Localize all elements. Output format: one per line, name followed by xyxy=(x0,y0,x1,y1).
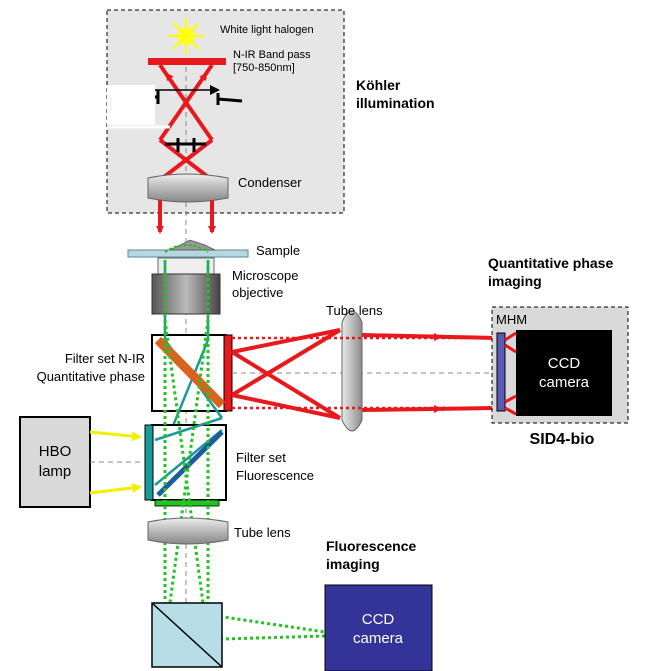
beam-splitter-diagonal xyxy=(151,602,223,668)
ccd-camera-bottom xyxy=(324,584,433,671)
nir-beam-arrows xyxy=(425,333,442,413)
filter-set-fluorescence-label: Filter set xyxy=(236,450,286,465)
aperture-diaphragm xyxy=(165,138,206,152)
filter-set-fluorescence-label-2: Fluorescence xyxy=(236,468,314,483)
microscope-objective-label-2: objective xyxy=(232,285,283,300)
hbo-excitation-beams xyxy=(89,430,142,495)
kohler-illumination-subtitle: illumination xyxy=(356,95,435,111)
hbo-lamp-box xyxy=(19,416,91,508)
sample-label: Sample xyxy=(256,243,300,258)
nir-band-pass-filter xyxy=(148,58,226,65)
illumination-beams xyxy=(156,200,216,234)
fluorescence-excitation-filter xyxy=(144,424,154,501)
filter-set-nir-red-filter xyxy=(223,334,233,412)
kohler-red-arrows xyxy=(165,72,208,87)
fluorescence-emission-beams xyxy=(163,260,326,642)
kohler-illumination-title: Köhler xyxy=(356,77,401,93)
hbo-lamp-label: HBO xyxy=(39,443,72,460)
sample-slide xyxy=(127,249,249,258)
hbo-lamp-label-2: lamp xyxy=(39,463,72,480)
camera-red-edges xyxy=(504,331,517,416)
nir-band-pass-label: N-IR Band pass xyxy=(233,49,311,61)
mhm-label: MHM xyxy=(496,312,527,327)
ccd-camera-bottom-label-2: camera xyxy=(353,630,404,647)
fluorescence-imaging-title: Fluorescence xyxy=(326,538,416,554)
white-overlay-mark xyxy=(107,85,155,125)
white-light-halogen-label: White light halogen xyxy=(220,24,314,36)
halogen-sun-icon xyxy=(168,18,204,54)
ccd-camera-top-label: CCD xyxy=(548,355,581,372)
microscope-objective-body xyxy=(151,273,221,315)
quantitative-phase-imaging-subtitle: imaging xyxy=(488,273,542,289)
sid4-bio-label: SID4-bio xyxy=(530,431,595,448)
ccd-camera-top xyxy=(516,330,612,416)
nir-dotted-beams xyxy=(232,336,496,410)
mhm-plate xyxy=(496,332,506,412)
tube-lens-bottom-label: Tube lens xyxy=(234,525,291,540)
microscope-objective-label: Microscope xyxy=(232,268,298,283)
tube-lens-bottom xyxy=(147,517,229,545)
condenser-lens xyxy=(147,173,229,203)
ccd-camera-top-label-2: camera xyxy=(539,374,590,391)
quantitative-phase-imaging-title: Quantitative phase xyxy=(488,255,613,271)
condenser-label: Condenser xyxy=(238,175,302,190)
ccd-camera-bottom-label: CCD xyxy=(362,611,395,628)
tube-lens-top-label: Tube lens xyxy=(326,303,383,318)
sample-cells xyxy=(169,239,216,251)
fluorescence-emission-filter xyxy=(154,499,220,507)
tube-lens-top xyxy=(341,310,363,432)
fluorescence-imaging-subtitle: imaging xyxy=(326,556,380,572)
filter-set-nir-label: Filter set N-IR xyxy=(65,351,145,366)
nir-beams-to-tube-lens xyxy=(230,328,342,420)
filter-set-nir-label-2: Quantitative phase xyxy=(37,369,145,384)
nir-band-pass-range-label: [750-850nm] xyxy=(233,62,295,74)
